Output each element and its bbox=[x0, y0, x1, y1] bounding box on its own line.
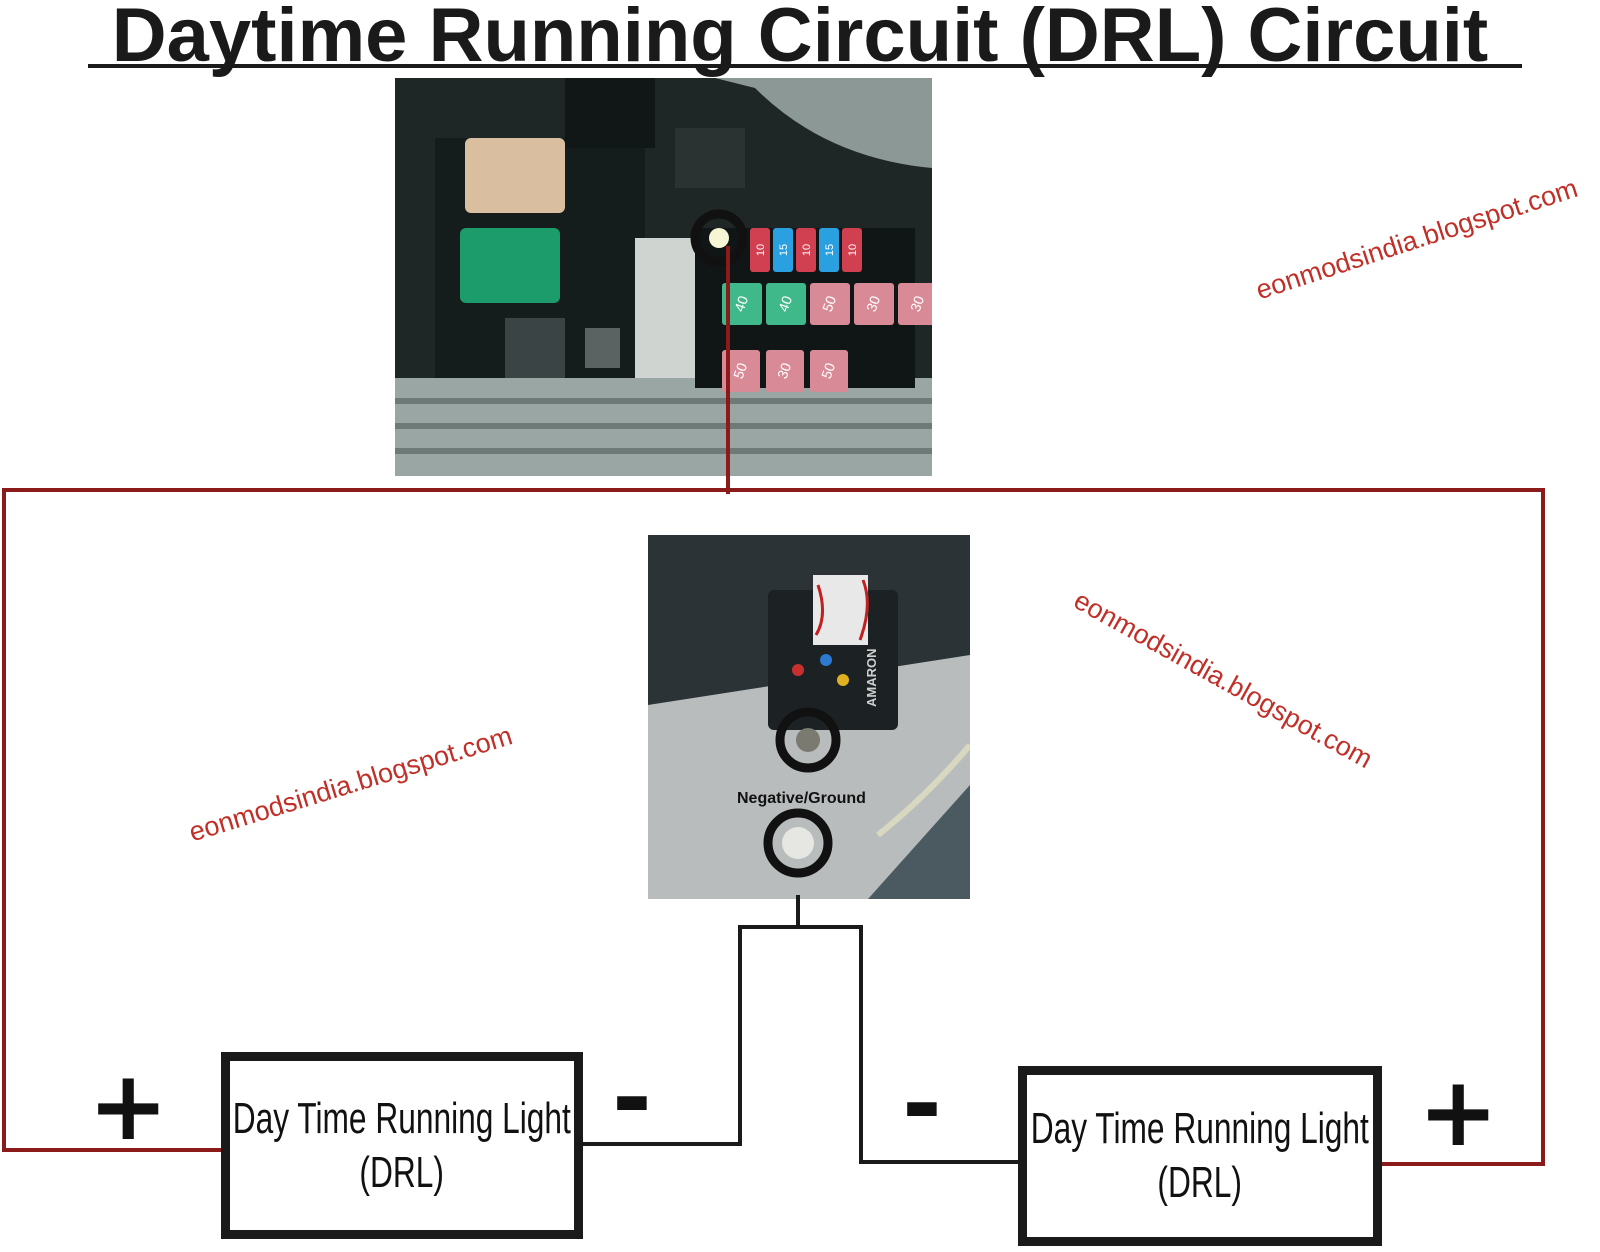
fuse bbox=[766, 283, 806, 325]
fuse-bottom-row: 50 30 50 bbox=[722, 350, 848, 392]
fuse bbox=[796, 228, 816, 272]
fuse bbox=[722, 350, 760, 392]
fuse-top-row: 10 15 10 15 10 bbox=[750, 228, 862, 272]
fuse-middle-row: 40 40 50 30 30 bbox=[722, 283, 932, 325]
fuse-box-photo: 10 15 10 15 10 40 40 50 30 30 50 30 50 bbox=[395, 78, 932, 476]
title-underline bbox=[88, 64, 1522, 68]
fuse bbox=[854, 283, 894, 325]
left-drl-positive-sign: + bbox=[88, 1050, 169, 1162]
fuse bbox=[842, 228, 862, 272]
fuse-rating-label: 30 bbox=[907, 293, 927, 313]
right-drl-negative-sign: - bbox=[902, 1048, 942, 1160]
fuse bbox=[819, 228, 839, 272]
positive-loop-wire bbox=[2, 488, 1545, 1166]
right-drl-label: Day Time Running Light bbox=[1030, 1104, 1370, 1154]
fuse-rating-label: 50 bbox=[818, 360, 838, 380]
fuse bbox=[898, 283, 932, 325]
battery-brand-label: AMARON bbox=[864, 649, 879, 708]
fuse-rating-label: 10 bbox=[755, 244, 767, 256]
fuse bbox=[810, 350, 848, 392]
fuse-rating-label: 40 bbox=[731, 293, 751, 313]
fuse bbox=[773, 228, 793, 272]
right-drl-abbrev: (DRL) bbox=[1157, 1158, 1243, 1207]
fuse bbox=[750, 228, 770, 272]
dtrl-fuse-marker bbox=[690, 209, 748, 267]
fuse-rating-label: 15 bbox=[824, 244, 836, 256]
fuse-rating-label: 40 bbox=[775, 293, 795, 313]
fuse-rating-label: 50 bbox=[819, 293, 839, 313]
left-drl-box: Day Time Running Light (DRL) bbox=[221, 1052, 583, 1239]
left-drl-abbrev: (DRL) bbox=[359, 1147, 445, 1197]
fuse-rating-label: 10 bbox=[801, 244, 813, 256]
fuse bbox=[766, 350, 804, 392]
negative-ground-label: Negative/Ground bbox=[737, 790, 866, 807]
ground-point-marker bbox=[763, 808, 833, 878]
fuse-rating-label: 10 bbox=[847, 244, 859, 256]
fuse-rating-label: 15 bbox=[778, 244, 790, 256]
fuse-rating-label: 30 bbox=[863, 293, 883, 313]
ground-left-wire bbox=[580, 925, 1018, 1164]
fuse-rating-label: 30 bbox=[774, 360, 794, 380]
left-drl-label: Day Time Running Light bbox=[232, 1093, 572, 1143]
fuse-rating-label: 50 bbox=[730, 360, 750, 380]
left-drl-negative-sign: - bbox=[612, 1042, 652, 1154]
right-drl-positive-sign: + bbox=[1418, 1056, 1499, 1168]
fuse bbox=[810, 283, 850, 325]
battery-photo: AMARON bbox=[648, 535, 970, 899]
right-drl-box: Day Time Running Light (DRL) bbox=[1018, 1066, 1382, 1246]
fuse bbox=[722, 283, 762, 325]
